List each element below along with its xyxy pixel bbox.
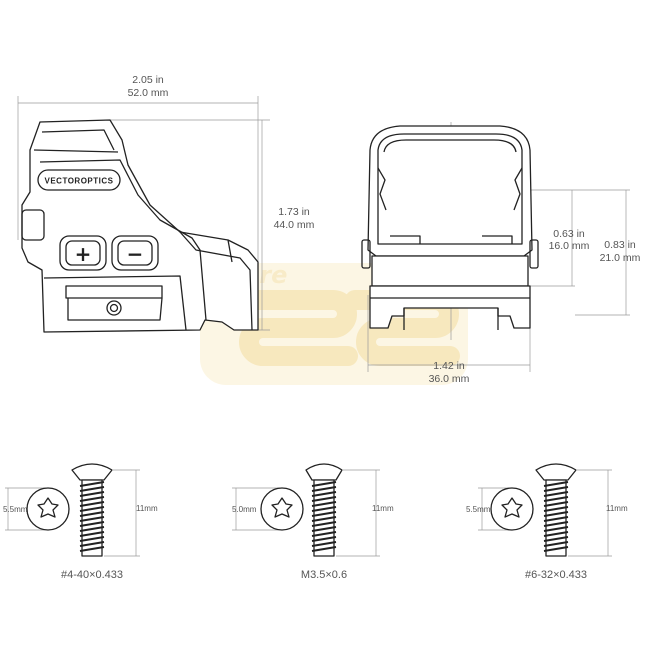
- screw-2-threads: [311, 481, 337, 552]
- minus-button[interactable]: −: [127, 242, 144, 266]
- screw-3-threads: [543, 481, 569, 552]
- screw-3-thread: #6-32×0.433: [525, 569, 587, 581]
- screw-1-thread: #4-40×0.433: [61, 569, 123, 581]
- screw-1-length: 11mm: [136, 504, 158, 513]
- window-height-mm: 16.0 mm: [549, 240, 590, 252]
- screw-2-length: 11mm: [372, 504, 394, 513]
- brand-logo: VECTOROPTICS: [45, 177, 114, 186]
- screw-2-thread: M3.5×0.6: [301, 569, 347, 581]
- total-height-mm: 21.0 mm: [600, 252, 641, 264]
- screw-1: 5.5mm 11mm #4-40×0.433: [3, 463, 158, 581]
- front-width-mm: 36.0 mm: [429, 373, 470, 385]
- front-view-sight: 1.42 in 36.0 mm 0.63 in 16.0 mm 0.83 in …: [361, 122, 641, 385]
- window-height-in: 0.63 in: [553, 228, 585, 240]
- side-width-mm: 52.0 mm: [128, 87, 169, 99]
- plus-button[interactable]: +: [75, 242, 92, 266]
- side-height-in: 1.73 in: [278, 206, 310, 218]
- screw-2-head-diameter: 5.0mm: [232, 505, 257, 514]
- screw-3-head-diameter: 5.5mm: [466, 505, 491, 514]
- front-width-in: 1.42 in: [433, 360, 465, 372]
- total-height-in: 0.83 in: [604, 239, 636, 251]
- screw-2: 5.0mm 11mm M3.5×0.6: [232, 463, 394, 581]
- side-height-mm: 44.0 mm: [274, 219, 315, 231]
- screw-3-length: 11mm: [606, 504, 628, 513]
- side-width-in: 2.05 in: [132, 74, 164, 86]
- screw-3: 5.5mm 11mm #6-32×0.433: [466, 463, 628, 581]
- screw-1-threads: [79, 481, 105, 552]
- side-view-sight: 2.05 in 52.0 mm 1.73 in 44.0 mm VECTOROP…: [17, 74, 315, 333]
- screw-1-head-diameter: 5.5mm: [3, 505, 28, 514]
